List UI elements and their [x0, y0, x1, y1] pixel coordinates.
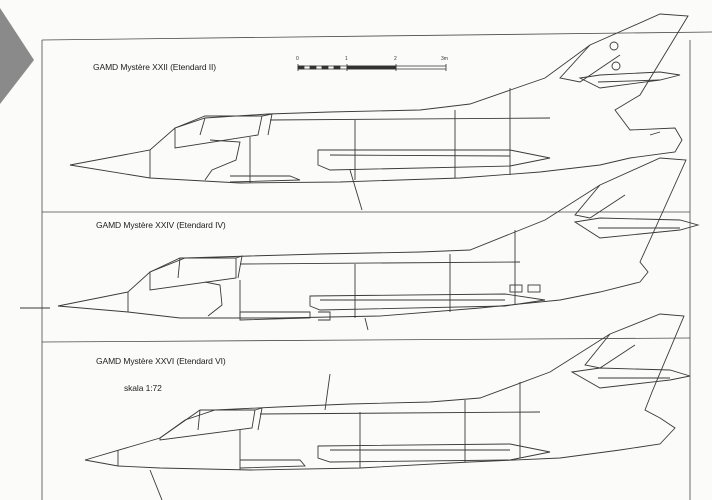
scale-label-0: 0	[296, 56, 299, 62]
drawing-title-etendard-vi: GAMD Mystère XXVI (Etendard VI)	[96, 356, 226, 366]
drawing-title-etendard-iv: GAMD Mystère XXIV (Etendard IV)	[96, 220, 226, 230]
scale-label-1: 1	[345, 56, 348, 62]
frame	[41, 31, 712, 500]
aircraft-etendard-iv	[20, 157, 700, 331]
aircraft-etendard-ii	[69, 13, 689, 211]
drawing-title-etendard-ii: GAMD Mystère XXII (Etendard II)	[93, 62, 217, 72]
scale-caption: skala 1:72	[124, 383, 162, 393]
scale-label-2: 2	[394, 56, 397, 62]
scale-bar	[297, 64, 447, 71]
aircraft-etendard-vi	[84, 313, 691, 500]
corner-marker	[0, 8, 34, 104]
scale-label-3m: 3m	[441, 56, 448, 62]
